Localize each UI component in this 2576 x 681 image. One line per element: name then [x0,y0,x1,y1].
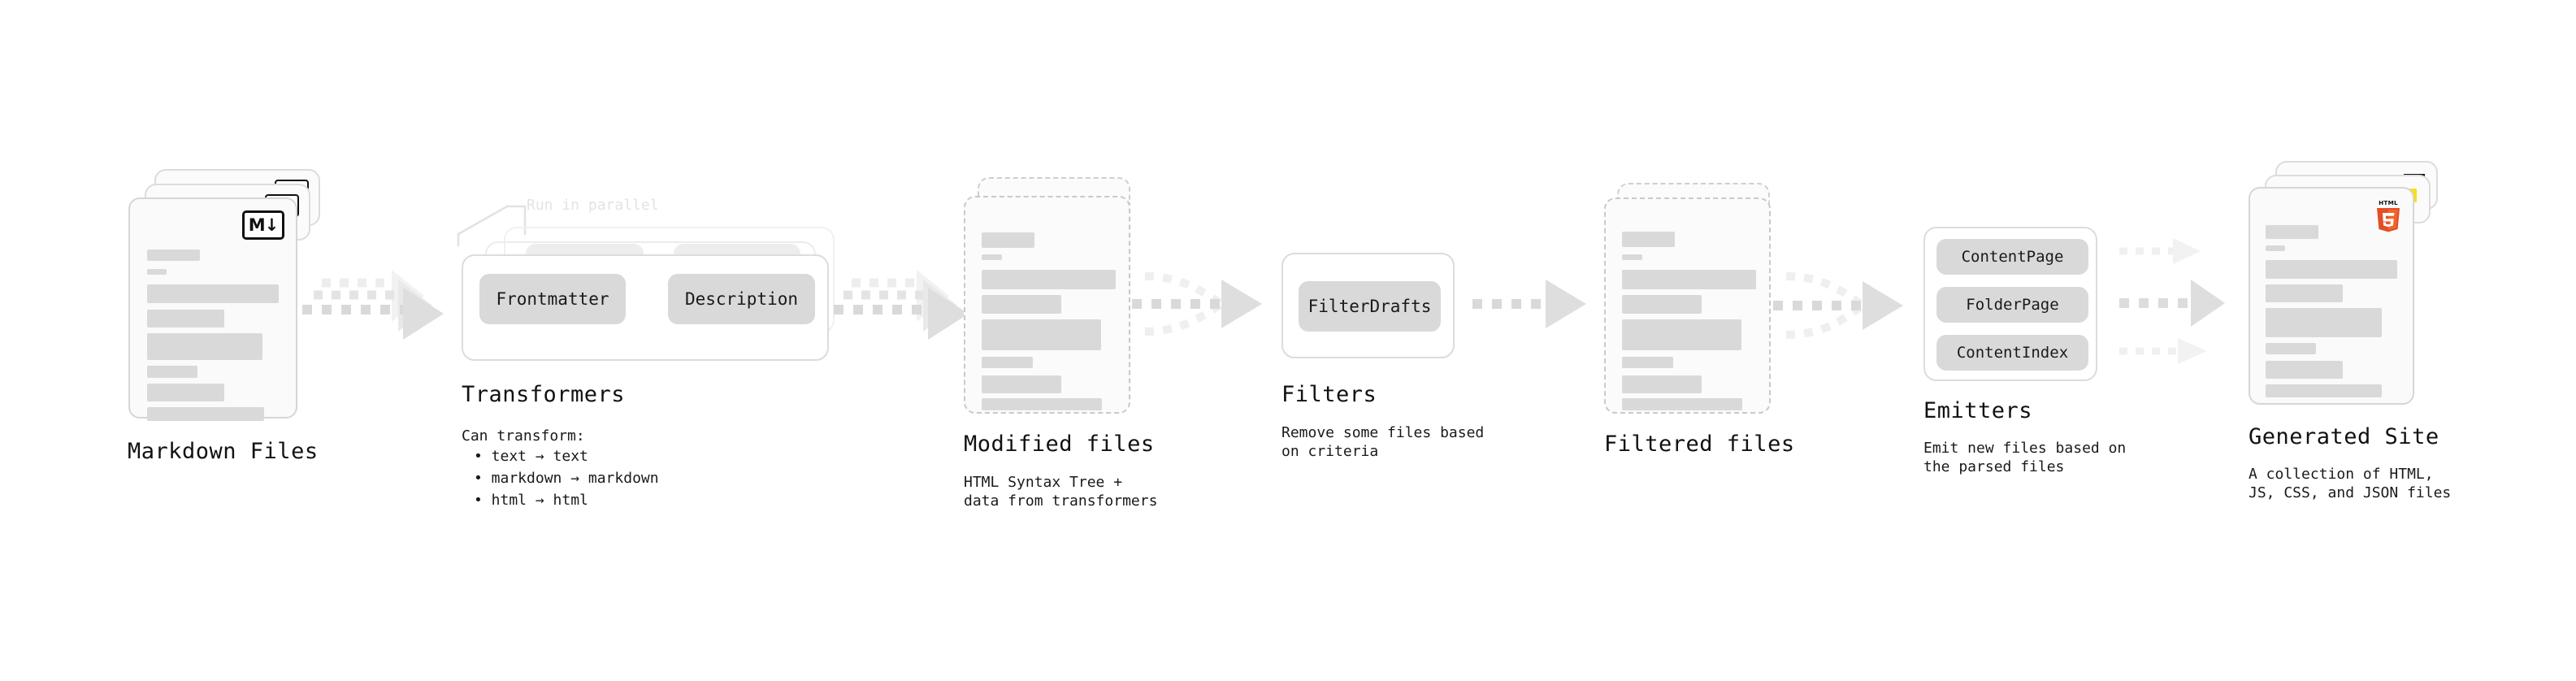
skeleton-line [147,333,262,360]
stage-subtitle-emitters: Emit new files based on the parsed files [1923,440,2127,475]
stage-title-emitters: Emitters [1923,398,2033,423]
skeleton-line [147,269,167,275]
filtered-file-card-front [1604,197,1771,414]
transformers-bullet-2: • html → html [474,492,588,509]
skeleton-line [982,375,1061,393]
skeleton-line [982,295,1061,314]
skeleton-line [982,232,1034,248]
stage-title-transformers: Transformers [462,382,626,407]
stage-title-modified-files: Modified files [964,432,1155,457]
dashed-arrow-converge-icon [1773,272,1903,339]
skeleton-line [2266,384,2382,397]
stage-subtitle-modified-files: HTML Syntax Tree + data from transformer… [964,474,1158,510]
emitter-chip-folderpage[interactable]: FolderPage [1936,287,2088,323]
transformer-group-front: Frontmatter Description [462,254,829,361]
transformers-bullet-1: • markdown → markdown [474,470,659,487]
connector-markdown-to-transformers [302,268,465,358]
connector-transformers-to-modified [832,268,987,358]
skeleton-line [147,384,224,401]
stage-subtitle-transformers: Can transform: [462,427,585,445]
skeleton-line [2266,343,2316,354]
skeleton-line [1622,319,1741,350]
skeleton-line [1622,375,1702,393]
connector-filtered-to-emitters [1773,258,1923,364]
filter-group: FilterDrafts [1281,253,1455,358]
dashed-arrow-single-icon [1472,280,1586,328]
skeleton-line [2266,225,2318,239]
skeleton-line [2266,308,2382,337]
skeleton-line [147,310,224,327]
skeleton-line [2266,361,2343,379]
modified-file-card-front [964,196,1130,414]
markdown-file-card-front: M↓ [128,197,297,421]
connector-filters-to-filtered [1472,280,1586,341]
skeleton-line [147,407,264,421]
filter-chip-filterdrafts[interactable]: FilterDrafts [1299,281,1441,332]
dashed-arrow-fan-icon [2119,238,2225,364]
emitter-chip-contentpage[interactable]: ContentPage [1936,239,2088,275]
skeleton-line [982,319,1101,350]
emitter-chip-contentindex[interactable]: ContentIndex [1936,335,2088,371]
skeleton-line [2266,284,2343,302]
skeleton-line [1622,357,1673,368]
run-in-parallel-leader-icon [457,205,527,247]
skeleton-line [2266,245,2285,251]
transformer-chip-frontmatter[interactable]: Frontmatter [479,274,626,324]
skeleton-line [982,398,1102,410]
run-in-parallel-annotation: Run in parallel [527,197,659,214]
connector-modified-to-filters [1132,258,1282,360]
markdown-badge-icon: M↓ [242,210,284,240]
skeleton-line [982,254,1002,260]
skeleton-line [2266,260,2397,279]
transformers-bullet-0: • text → text [474,448,588,465]
dashed-arrow-bundle-icon [834,270,969,340]
generated-site-card-front: HTML [2249,187,2414,405]
stage-title-filters: Filters [1281,382,1377,407]
skeleton-line [982,357,1033,368]
stage-subtitle-generated-site: A collection of HTML, JS, CSS, and JSON … [2249,466,2452,501]
svg-text:HTML: HTML [2379,199,2398,206]
dashed-arrow-bundle-icon [302,270,444,340]
emitter-group: ContentPage FolderPage ContentIndex [1923,227,2097,381]
stage-title-filtered-files: Filtered files [1604,432,1795,457]
connector-emitters-to-site [2119,228,2249,382]
html5-logo-icon: HTML [2377,199,2400,232]
skeleton-line [1622,295,1702,314]
dashed-arrow-converge-icon [1132,272,1262,336]
stage-title-markdown-files: Markdown Files [128,439,319,464]
skeleton-line [147,249,200,261]
stage-title-generated-site: Generated Site [2249,424,2439,449]
skeleton-line [1622,232,1675,247]
skeleton-line [147,366,197,378]
skeleton-line [982,270,1116,289]
skeleton-line [1622,398,1742,410]
stage-subtitle-filters: Remove some files based on criteria [1281,424,1485,460]
skeleton-line [1622,270,1756,289]
skeleton-line [1622,254,1642,260]
transformer-chip-description[interactable]: Description [668,274,815,324]
skeleton-line [147,284,279,303]
